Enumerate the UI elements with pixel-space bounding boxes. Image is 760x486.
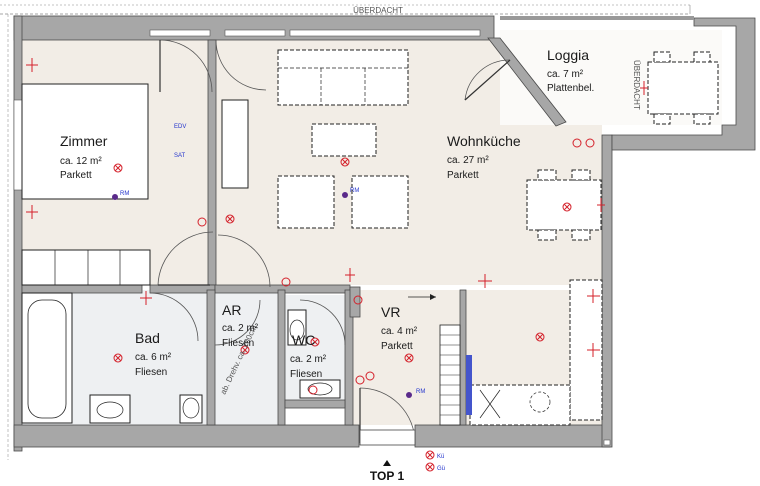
network-outlet-label: EDV [174, 124, 186, 130]
room-floor: Parkett [381, 341, 413, 352]
bathtub-inner [27, 299, 67, 419]
entrance-arrow-icon [383, 460, 391, 466]
freezer-outlet-label: Gü [437, 466, 445, 472]
room-floor: Parkett [447, 170, 479, 181]
room-name: Loggia [547, 47, 589, 63]
room-floor: Fliesen [290, 369, 322, 380]
entrance-threshold [359, 429, 416, 446]
zimmer-furniture [21, 83, 249, 286]
smoke-detector-label: RM [416, 389, 425, 395]
room-name: Bad [135, 330, 160, 346]
room-name: AR [222, 302, 241, 318]
floor-ar [215, 290, 280, 425]
room-loggia: Loggia ca. 7 m² Plattenbel. [547, 47, 594, 94]
unit-label: TOP 1 [370, 469, 405, 483]
room-area: ca. 2 m² [222, 323, 259, 334]
room-area: ca. 27 m² [447, 155, 489, 166]
armchair-left [277, 175, 335, 229]
washbasin [89, 394, 131, 424]
room-area: ca. 2 m² [290, 354, 327, 365]
room-area: ca. 12 m² [60, 156, 102, 167]
room-area: ca. 6 m² [135, 352, 172, 363]
room-floor: Fliesen [135, 367, 167, 378]
windows [13, 29, 611, 446]
chair [653, 113, 671, 125]
coffee-table [311, 123, 377, 157]
light-fixture-icon [26, 58, 648, 357]
smoke-detector-icon [112, 192, 412, 398]
kitchen-counter-lower [469, 384, 571, 426]
room-vr: VR ca. 4 m² Parkett [381, 304, 418, 352]
armchair-right [351, 175, 409, 229]
bed [21, 83, 149, 200]
room-zimmer: Zimmer ca. 12 m² Parkett [60, 133, 108, 181]
chair [537, 229, 557, 241]
wc-basin [299, 379, 341, 399]
chair [693, 113, 711, 125]
room-name: WC [292, 332, 315, 348]
chair [537, 169, 557, 181]
room-name: VR [381, 304, 400, 320]
walls [13, 15, 756, 452]
fridge-outlet-label: Kü [437, 454, 444, 460]
room-area: ca. 4 m² [381, 326, 418, 337]
distribution-board-icon [466, 355, 472, 415]
wc-toilet [287, 309, 307, 346]
smoke-detector-label: RM [120, 191, 129, 197]
wardrobe [21, 249, 151, 286]
loggia-furniture [647, 51, 719, 125]
vr-equipment [408, 294, 472, 426]
room-bad: Bad ca. 6 m² Fliesen [135, 330, 172, 378]
chair [571, 229, 591, 241]
room-floor: Parkett [60, 170, 92, 181]
overhang-outline [0, 4, 691, 460]
overhang-label: ÜBERDACHT [353, 6, 403, 15]
sat-outlet-label: SAT [174, 153, 186, 159]
chair [571, 169, 591, 181]
room-wohnkueche: Wohnküche ca. 27 m² Parkett [447, 133, 521, 181]
socket-outlet-icon [113, 138, 595, 472]
room-floor: Plattenbel. [547, 83, 594, 94]
loggia-table [647, 61, 719, 115]
electrical-symbols [26, 58, 648, 472]
chair [653, 51, 671, 63]
sofa [277, 49, 409, 106]
bathtub [21, 292, 73, 424]
overhang-label-side: ÜBERDACHT [632, 60, 641, 110]
room-wc: WC ca. 2 m² Fliesen [290, 332, 327, 380]
bath-fixtures [21, 292, 341, 424]
smoke-detector-label: RM [350, 188, 359, 194]
toilet-bad [179, 394, 203, 424]
room-name: Wohnküche [447, 133, 521, 149]
room-floor: Fliesen [222, 338, 254, 349]
tv-cabinet [221, 99, 249, 189]
room-area: ca. 7 m² [547, 69, 584, 80]
room-name: Zimmer [60, 133, 108, 149]
chair [693, 51, 711, 63]
room-ar: AR ca. 2 m² Fliesen [222, 302, 259, 349]
